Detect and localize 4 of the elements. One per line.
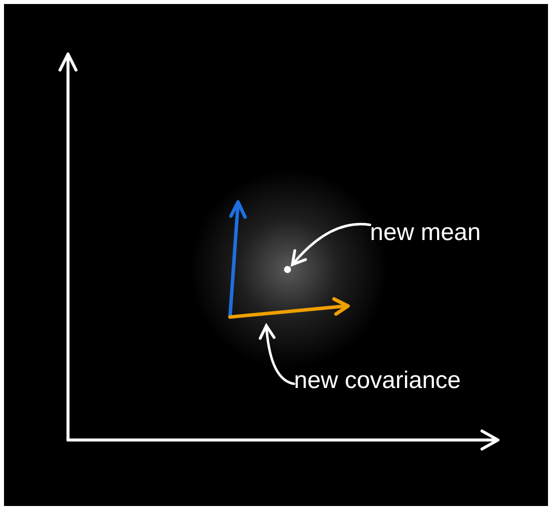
annotation-text: new mean: [370, 218, 482, 248]
annotation-text: new covariance: [294, 366, 462, 396]
leader-arrow: [291, 222, 372, 266]
leader-arrow: [259, 324, 296, 386]
